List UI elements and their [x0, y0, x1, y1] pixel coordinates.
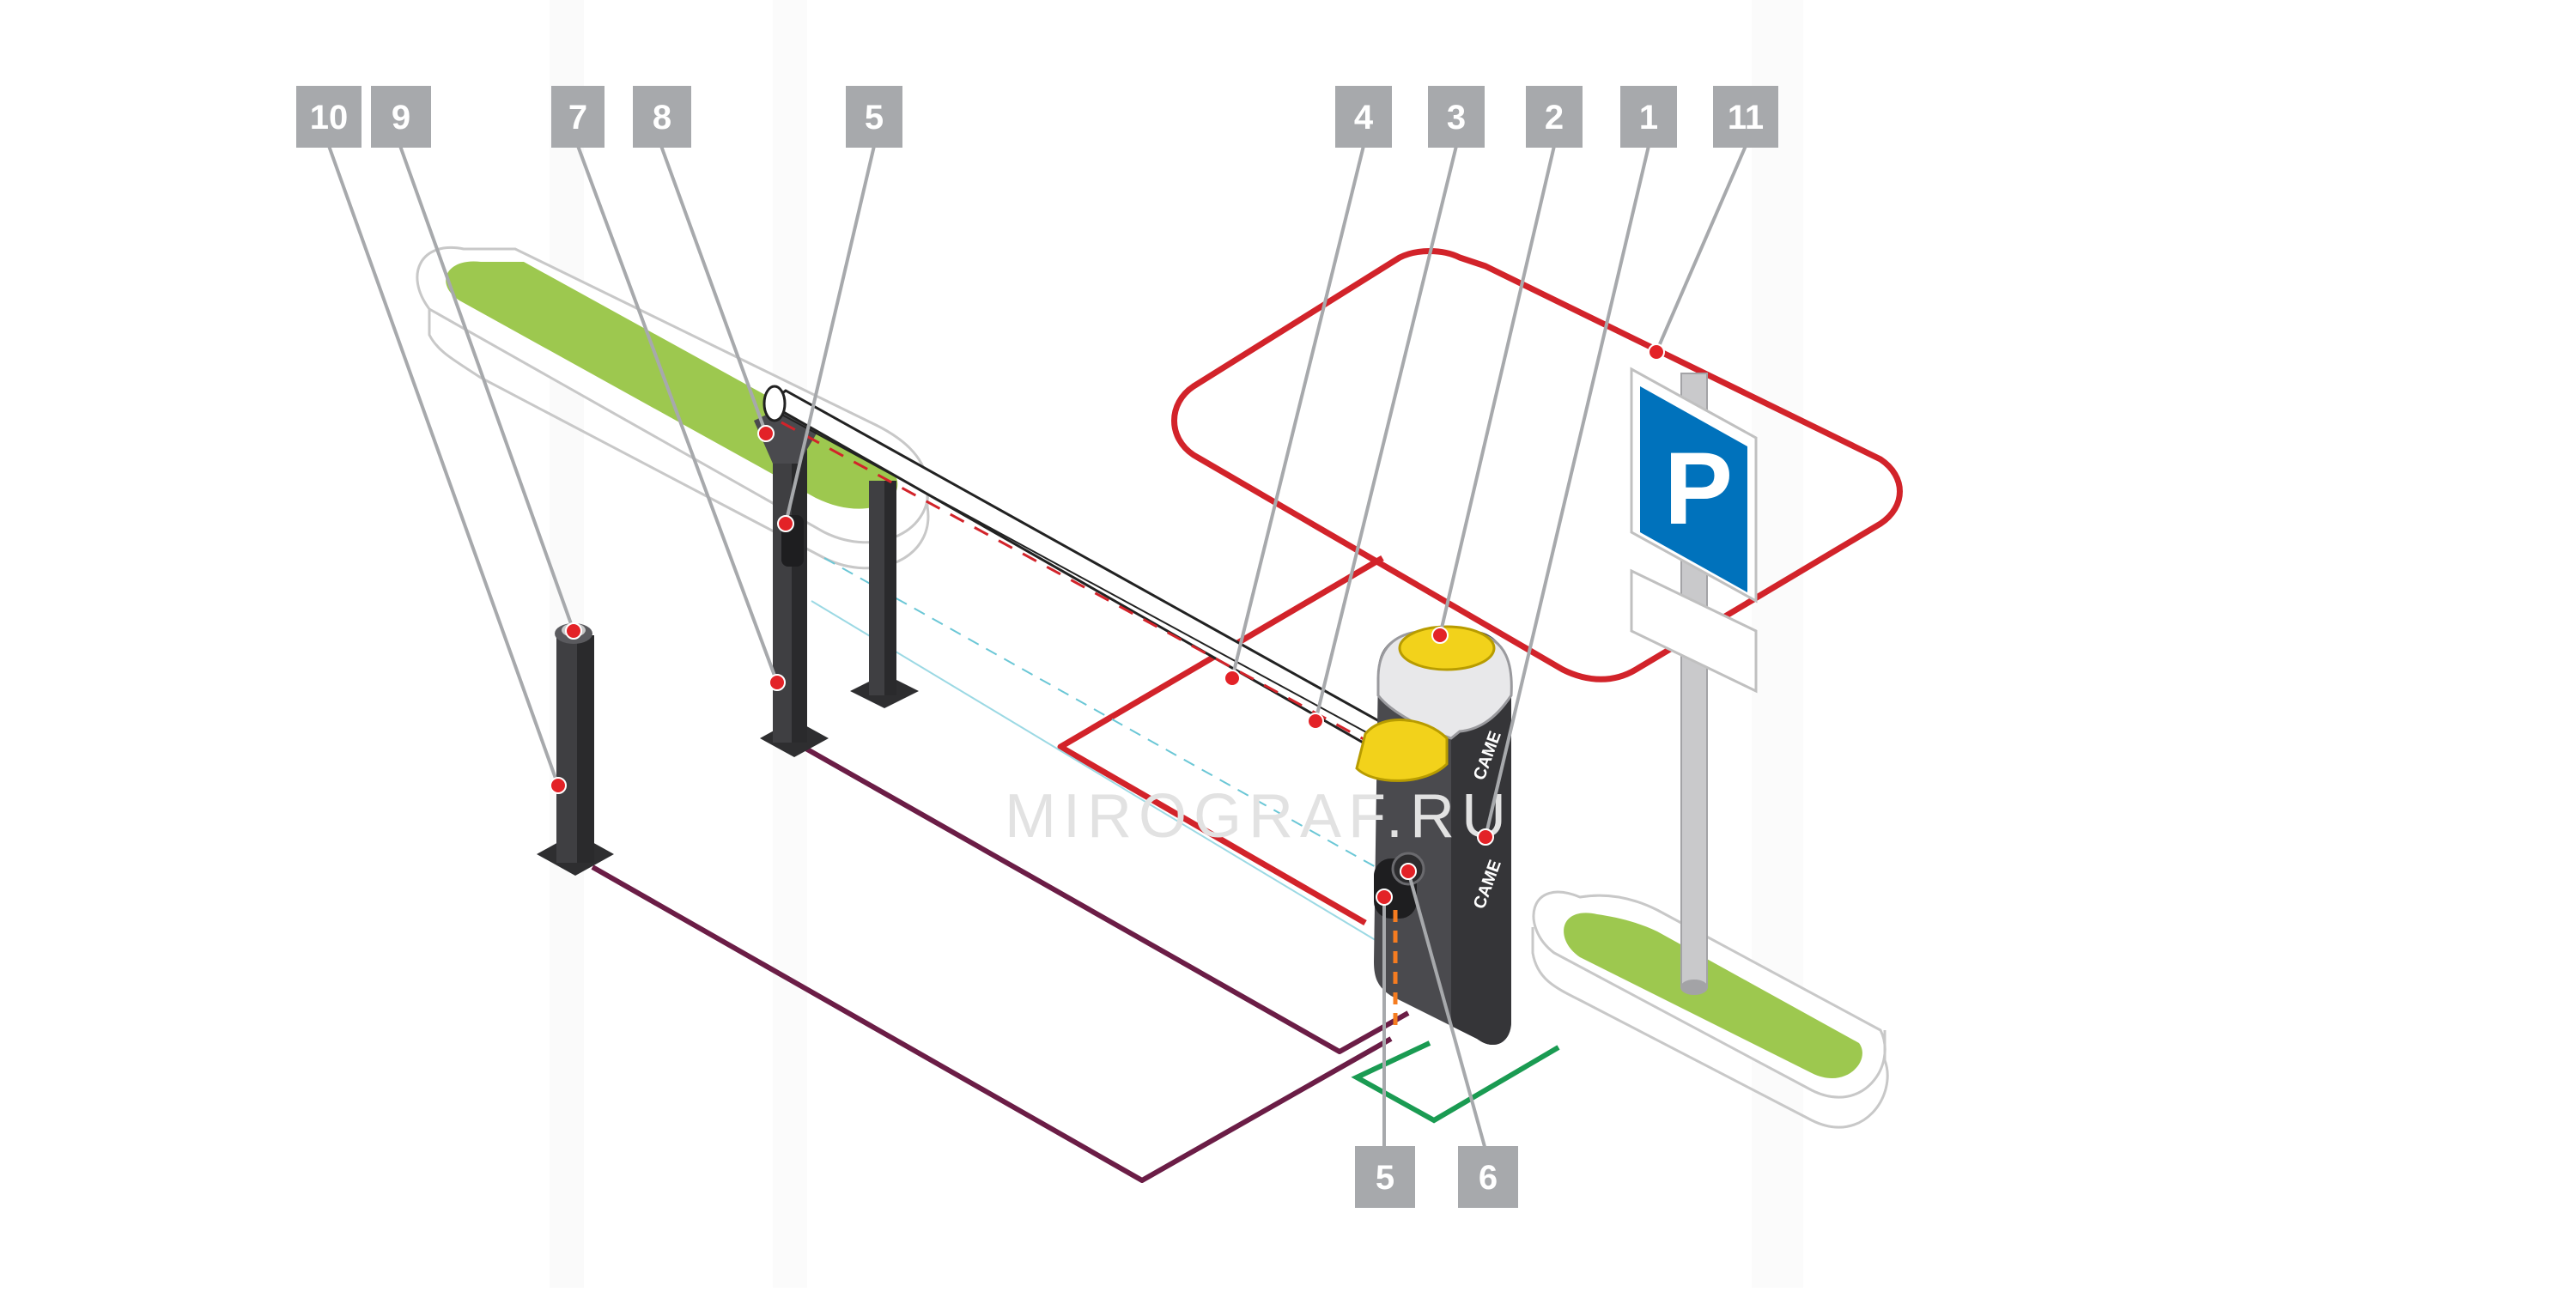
svg-text:11: 11 [1728, 99, 1764, 136]
label-9: 9 [371, 86, 431, 148]
label-5: 5 [846, 86, 902, 148]
svg-text:9: 9 [392, 99, 410, 136]
marker-7 [769, 674, 786, 691]
marker-6 [1400, 863, 1417, 880]
bottom-labels: 5 6 [1355, 1146, 1518, 1208]
svg-text:1: 1 [1639, 99, 1658, 136]
marker-4 [1224, 670, 1241, 687]
svg-text:6: 6 [1479, 1159, 1498, 1197]
label-3: 3 [1428, 86, 1485, 148]
marker-11 [1648, 343, 1665, 361]
svg-text:7: 7 [568, 99, 587, 136]
svg-text:5: 5 [865, 99, 884, 136]
post-10 [537, 623, 614, 876]
svg-text:5: 5 [1376, 1159, 1394, 1197]
marker-5-top [777, 515, 794, 532]
marker-5-bottom [1376, 889, 1393, 906]
marker-8 [757, 425, 775, 442]
marker-10 [550, 777, 567, 794]
right-grass [1564, 913, 1862, 1078]
marker-9 [565, 622, 582, 640]
parking-sign: P [1630, 367, 1758, 995]
boom-arm [762, 385, 1428, 770]
label-10: 10 [296, 86, 361, 148]
label-8: 8 [633, 86, 691, 148]
magnetic-loop [1057, 248, 1903, 926]
left-grass [446, 261, 898, 509]
label-1: 1 [1620, 86, 1677, 148]
marker-1 [1477, 828, 1494, 846]
watermark: MIROGRAF.RU [1005, 782, 1513, 851]
label-7: 7 [551, 86, 605, 148]
sign-letter: P [1664, 431, 1733, 546]
marker-3 [1307, 713, 1324, 730]
marker-points [550, 343, 1665, 906]
svg-text:8: 8 [653, 99, 671, 136]
marker-2 [1431, 627, 1449, 644]
top-labels: 10 9 7 8 5 4 3 2 1 11 [296, 86, 1778, 148]
right-island [1531, 890, 1889, 1129]
label-2: 2 [1526, 86, 1583, 148]
photocell-beams [811, 557, 1392, 945]
svg-text:4: 4 [1354, 99, 1374, 136]
support-column [754, 403, 919, 757]
leader-lines [327, 145, 1747, 1160]
label-5-bottom: 5 [1355, 1146, 1415, 1208]
svg-text:3: 3 [1447, 99, 1466, 136]
label-11: 11 [1713, 86, 1778, 148]
svg-text:10: 10 [310, 99, 349, 136]
label-6: 6 [1458, 1146, 1518, 1208]
svg-text:2: 2 [1545, 99, 1564, 136]
label-4: 4 [1335, 86, 1392, 148]
background [550, 0, 1803, 1288]
ground-foundation [1351, 1040, 1560, 1124]
barrier-cabinet: CAME CAME [1355, 625, 1513, 1046]
